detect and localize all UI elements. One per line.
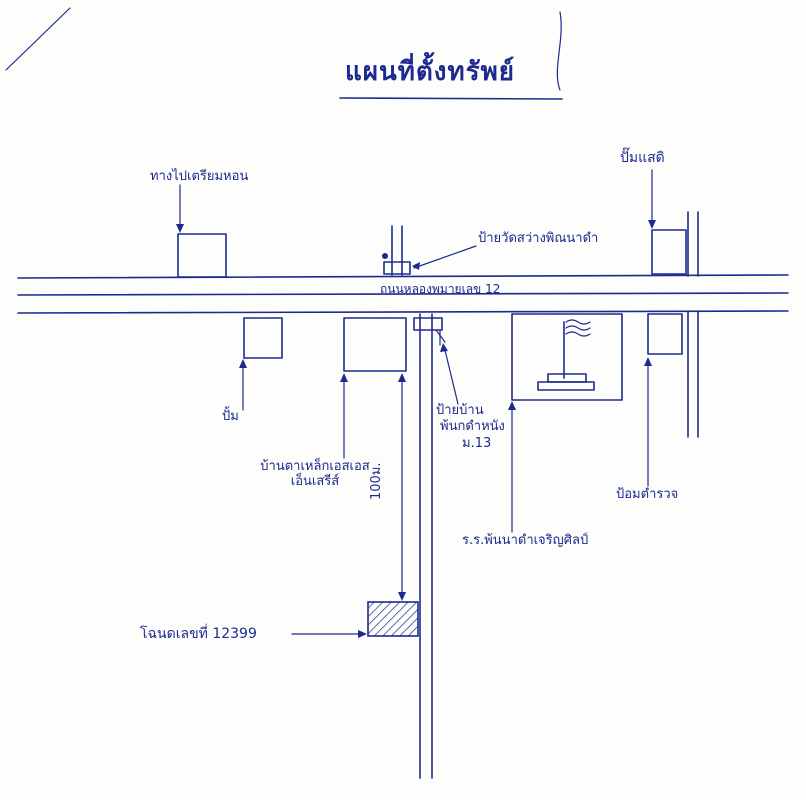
- map-title: แผนที่ตั้งทรัพย์: [345, 57, 515, 87]
- building-house: [343, 317, 407, 372]
- label-house-building: บ้านตาเหล็กเอสเอส เอ็นเสรีส์: [260, 459, 370, 489]
- arrow-temple-sign: [412, 245, 477, 270]
- building-police: [647, 313, 683, 355]
- label-temple-sign: ป้ายวัดสว่างพิณนาดำ: [478, 231, 599, 246]
- school-flag: [537, 319, 595, 391]
- label-police: ป้อมตำรวจ: [616, 487, 679, 502]
- soi-down: [413, 313, 446, 779]
- arrow-pump: [239, 359, 247, 411]
- arrow-sign-bottom: [440, 343, 459, 405]
- land-plot: [367, 601, 419, 637]
- label-shop-top-right: ปั๊มแสดิ: [620, 150, 665, 166]
- building-pump: [243, 317, 283, 359]
- label-distance: 100ม.: [369, 462, 384, 500]
- arrow-top-right-shop: [648, 169, 656, 229]
- title-underline: [339, 97, 563, 100]
- label-school: ร.ร.พ้นนาดำเจริญศิลป์: [462, 533, 589, 548]
- arrow-land-deed: [291, 630, 367, 638]
- building-school: [511, 313, 623, 401]
- arrow-police: [644, 357, 652, 487]
- label-land-deed: โฉนดเลขที่ 12399: [140, 626, 257, 642]
- arrow-school: [508, 401, 516, 533]
- lane-to-temple: [382, 225, 411, 276]
- side-road-right: [687, 211, 699, 438]
- arrow-house: [340, 373, 348, 459]
- label-road-name: ถนนหลองพมายเลข 12: [380, 282, 501, 296]
- distance-arrow: [398, 373, 406, 601]
- label-pump: ปั้ม: [222, 409, 239, 424]
- building-top-left: [177, 233, 227, 278]
- corner-mark: [5, 7, 71, 71]
- label-intersection-branch: ทางไปเตรียมหอน: [150, 169, 249, 184]
- label-sign-bottom-1: ป้ายบ้าน: [436, 403, 484, 418]
- title-flourish: [556, 11, 562, 91]
- main-road: [17, 274, 789, 314]
- arrow-intersection: [176, 184, 184, 233]
- label-sign-bottom-2: พ้นกดำหนัง: [440, 419, 505, 434]
- label-sign-bottom-3: ม.13: [462, 436, 492, 451]
- building-top-right: [651, 229, 687, 275]
